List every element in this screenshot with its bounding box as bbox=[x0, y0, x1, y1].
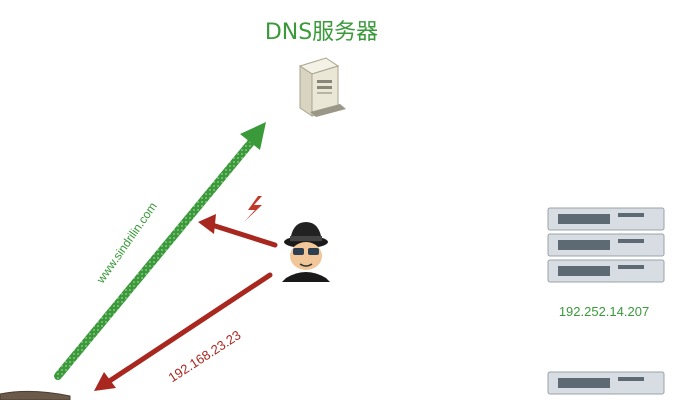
hacker-icon bbox=[282, 222, 330, 282]
lightning-icon bbox=[244, 196, 262, 222]
domain-request-label: www.sindrilin.com bbox=[93, 200, 160, 287]
spoofed-reply-arrow bbox=[94, 272, 273, 391]
server-rack-icon bbox=[547, 207, 665, 283]
server-rack-icon-bottom bbox=[547, 371, 665, 395]
server-ip-label: 192.252.14.207 bbox=[558, 304, 650, 319]
client-device-icon bbox=[0, 390, 71, 400]
dns-request-arrow bbox=[54, 122, 266, 380]
hacker-intercept-arrow bbox=[198, 214, 278, 248]
dns-server-title: DNS服务器 bbox=[264, 20, 379, 45]
dns-server-icon bbox=[298, 57, 346, 117]
